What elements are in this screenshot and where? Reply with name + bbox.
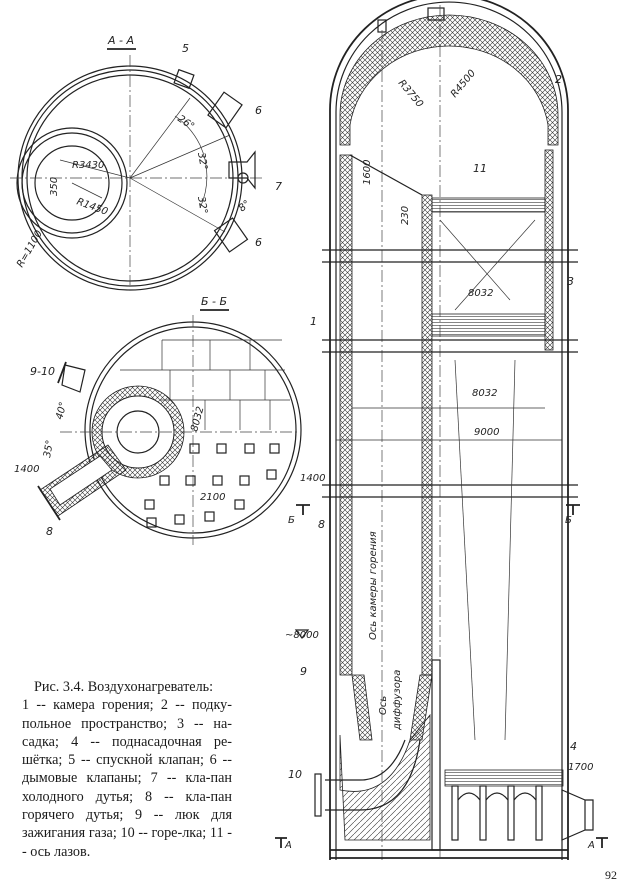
grate-columns (451, 785, 543, 841)
label-4: 4 (570, 740, 577, 753)
chamber-top-slope (349, 154, 423, 196)
label-7: 7 (275, 180, 282, 193)
valve-6-bottom (213, 217, 249, 253)
dome-valve (427, 7, 445, 21)
grate-4 (444, 769, 564, 787)
valve-7 (228, 150, 256, 190)
dim-1400: 1400 (300, 473, 325, 484)
label-8: 8 (318, 518, 325, 531)
label-10: 10 (288, 768, 302, 781)
cut-mark-a-right: А (587, 840, 595, 851)
dim-r1100: R=1100 (15, 229, 45, 270)
break-lines (322, 249, 578, 498)
dash-line (439, 219, 511, 301)
label-6-bottom: 6 (255, 236, 262, 249)
elevation-view: 1 2 3 4 8 9 10 11 R3750 R4500 1600 230 8… (275, 0, 608, 860)
dash-line (454, 219, 536, 311)
dim-40deg: 40° (54, 401, 69, 421)
label-11: 11 (473, 162, 487, 175)
checker-top (431, 313, 546, 337)
dim-32deg-top: 32° (195, 152, 209, 171)
axis-label-diffuser-2: диффузора (392, 670, 403, 731)
caption-body: 1 -- камера горения; 2 -- подку-польное … (22, 697, 232, 860)
dim-8000: ~8000 (285, 630, 319, 641)
section-b-b: Б - Б 9-10 8 40° (14, 295, 302, 545)
angle-ray (129, 177, 226, 233)
section-a-a-title: А - А (107, 34, 134, 47)
section-b-b-title: Б - Б (201, 295, 227, 308)
dim-1700: 1700 (568, 762, 593, 773)
section-a-a: А - А 5 6 7 6 26° 32° 32° 8° R3430 R1450… (10, 34, 282, 291)
dim-35deg: 35° (42, 439, 56, 458)
angle-ray (129, 97, 191, 179)
axis-label-combustion: Ось камеры горения (368, 531, 379, 640)
dim-r4500: R4500 (449, 68, 478, 100)
dim-8032: 8032 (189, 405, 206, 432)
angle-ray (129, 134, 231, 179)
radius-line (71, 182, 103, 199)
diffuser (314, 674, 433, 841)
figure-caption: Рис. 3.4. Воздухонагреватель: 1 -- камер… (22, 678, 232, 861)
dim-9000: 9000 (474, 427, 499, 438)
dash-line (454, 359, 476, 741)
cut-mark-b-left: Б (288, 515, 295, 526)
combustion-chamber-outer (16, 127, 128, 239)
shell-liner (335, 1, 563, 860)
dim-8032-top: 8032 (468, 288, 493, 299)
label-9-10: 9-10 (30, 365, 55, 378)
cut-mark-a-left: А (284, 840, 292, 851)
angle-arc (174, 115, 208, 209)
label-5: 5 (182, 42, 189, 55)
dim-1400: 1400 (14, 464, 39, 475)
dim-2100: 2100 (200, 492, 225, 503)
checker-bricks (120, 339, 290, 430)
hot-blast-duct (37, 444, 127, 521)
label-3: 3 (567, 275, 574, 288)
valve-6-top (207, 91, 243, 129)
axis-label-diffuser-1: Ось (378, 696, 389, 715)
dome-lining (339, 14, 559, 146)
label-1: 1 (310, 315, 317, 328)
dim-32deg-bottom: 32° (195, 196, 209, 215)
dash-line (504, 359, 516, 741)
radius-line (59, 159, 131, 179)
dim-350: 350 (49, 177, 60, 196)
cold-blast-openings (144, 443, 280, 528)
elevation-mark (294, 629, 310, 639)
dim-230: 230 (400, 206, 411, 225)
dim-r3750: R3750 (396, 78, 425, 110)
dim-8032-bottom: 8032 (472, 388, 497, 399)
chamber-right-wall (421, 194, 433, 676)
combustion-chamber-ring (21, 132, 123, 234)
dim-26deg: 26° (175, 113, 196, 132)
label-9: 9 (300, 665, 307, 678)
combustion-chamber-inner (34, 145, 110, 221)
dim-r3430: R3430 (72, 160, 104, 171)
caption-title: Рис. 3.4. Воздухонагреватель: (34, 679, 214, 695)
valve-7-disc (237, 172, 249, 184)
valve-5 (173, 68, 195, 90)
page-number: 92 (605, 868, 617, 882)
ignition-port (57, 361, 86, 393)
label-6-top: 6 (255, 104, 262, 117)
cut-mark-arrows (275, 504, 608, 848)
label-2: 2 (555, 73, 562, 86)
hot-blast-outlet (561, 789, 594, 841)
cut-mark-b-right: Б (565, 515, 572, 526)
chamber-left-lining (339, 154, 353, 676)
shell-outline (329, 0, 569, 860)
label-8: 8 (46, 525, 53, 538)
dim-1600: 1600 (362, 160, 373, 185)
manhole-level-11 (431, 197, 546, 213)
partition-wall (431, 659, 441, 851)
